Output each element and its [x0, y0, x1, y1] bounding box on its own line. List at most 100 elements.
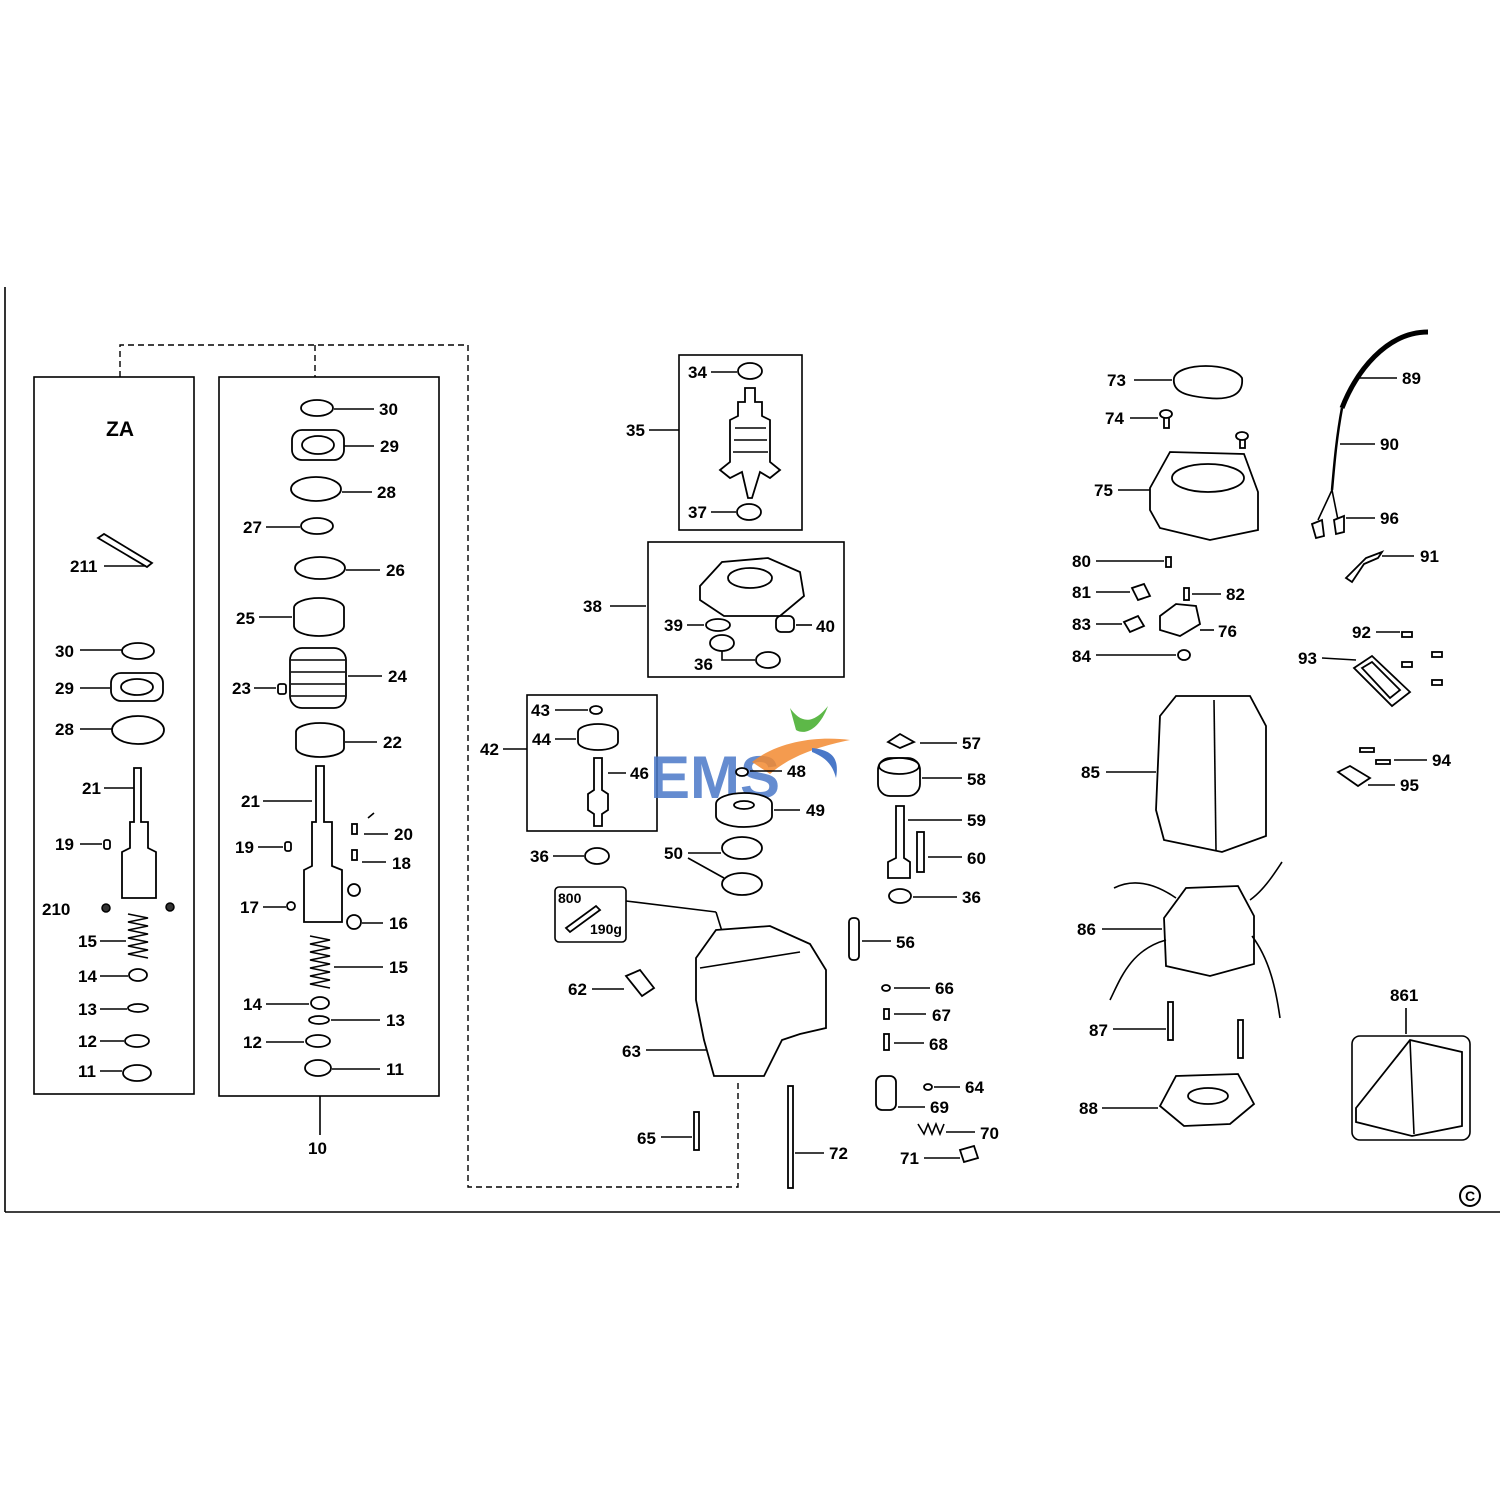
callout-za-19: 19 [55, 835, 74, 854]
spring-icon-70 [917, 1121, 945, 1137]
callout-10-16: 16 [389, 914, 408, 933]
callout-za-210: 210 [42, 900, 70, 919]
grease-kit-box [554, 886, 627, 943]
callout-10-19: 19 [235, 838, 254, 857]
callout-72: 72 [829, 1144, 848, 1163]
callout-10-28: 28 [377, 483, 396, 502]
callout-92: 92 [1352, 623, 1371, 642]
callout-59: 59 [967, 811, 986, 830]
long-screw-icon-72 [787, 1085, 794, 1189]
spindle-assembly-box [218, 376, 440, 1097]
callout-40: 40 [816, 617, 835, 636]
snap-ring-icon-10 [290, 476, 342, 502]
callout-10-17: 17 [240, 898, 259, 917]
gear-box [526, 694, 658, 832]
callout-93: 93 [1298, 649, 1317, 668]
washer-icon-43 [589, 705, 603, 715]
callout-38: 38 [583, 597, 602, 616]
key-icon-60 [916, 831, 925, 873]
field-coil-86-wire-4 [1249, 861, 1283, 901]
cap-icon-73 [1173, 365, 1243, 400]
kit-za-box [33, 376, 195, 1095]
callout-861: 861 [1390, 986, 1418, 1005]
callout-10-12: 12 [243, 1033, 262, 1052]
gear-icon-44 [577, 723, 619, 751]
ball-icon-10-16b [347, 883, 361, 897]
bearing-icon-50-2 [721, 872, 763, 896]
callout-60: 60 [967, 849, 986, 868]
pin-icon-10-23 [277, 683, 287, 695]
wire-nut-icon-96 [1310, 518, 1325, 540]
screw-icon-92c [1401, 661, 1413, 668]
callout-za-12: 12 [78, 1032, 97, 1051]
motor-housing-icon-85 [1155, 695, 1267, 853]
grease-kit-weight: 190g [590, 921, 622, 937]
callout-10-23: 23 [232, 679, 251, 698]
grease-tube-icon [564, 904, 602, 934]
retaining-ring-icon-10 [304, 1059, 332, 1077]
spindle-icon [121, 767, 157, 899]
pin-icon-10-20 [351, 823, 358, 835]
callout-10-27: 27 [243, 518, 262, 537]
spring-icon [127, 913, 149, 959]
pin-icon-10-18 [351, 849, 358, 861]
ball-icon-64 [923, 1083, 933, 1091]
callout-94: 94 [1432, 751, 1451, 770]
ring-icon-10-26 [294, 556, 346, 580]
callout-10-15: 15 [389, 958, 408, 977]
callout-57: 57 [962, 734, 981, 753]
ball-icon-10-16 [346, 914, 362, 930]
gear-icon-49 [715, 792, 773, 828]
cord-guard-icon-91 [1344, 550, 1385, 584]
callout-10-25: 25 [236, 609, 255, 628]
callout-73: 73 [1107, 371, 1126, 390]
screw-icon-92 [1401, 631, 1413, 638]
callout-56: 56 [896, 933, 915, 952]
callout-64: 64 [965, 1078, 984, 1097]
ems-logo-swoosh-blue [812, 748, 837, 778]
power-cord-90-lead-2 [1331, 489, 1339, 521]
callout-74: 74 [1105, 409, 1124, 428]
field-coil-86-wire-2 [1251, 935, 1281, 1019]
bushing-icon-40 [775, 615, 795, 633]
callout-49: 49 [806, 801, 825, 820]
callout-37: 37 [688, 503, 707, 522]
spindle-icon-10 [303, 765, 343, 923]
clamp-icon-95 [1336, 764, 1372, 788]
washer-icon-10 [310, 996, 330, 1010]
callout-za-13: 13 [78, 1000, 97, 1019]
callout-10: 10 [308, 1139, 327, 1158]
screw-icon-65 [693, 1111, 700, 1151]
callout-95: 95 [1400, 776, 1419, 795]
callout-83: 83 [1072, 615, 1091, 634]
callout-34: 34 [688, 363, 707, 382]
callout-10-26: 26 [386, 561, 405, 580]
motor-housing-85-edge [1213, 699, 1217, 851]
bearing-icon-36c [888, 888, 912, 904]
clip-icon-48 [735, 767, 749, 777]
callout-66: 66 [935, 979, 954, 998]
hex-key-icon [96, 532, 154, 569]
callout-10-24: 24 [388, 667, 407, 686]
callout-68: 68 [929, 1035, 948, 1054]
callout-86: 86 [1077, 920, 1096, 939]
screw-icon-94 [1359, 747, 1375, 753]
o-ring-icon-39 [705, 618, 731, 632]
bearing-icon-37 [736, 503, 762, 521]
bushing-icon-10 [295, 722, 345, 758]
callout-za-21: 21 [82, 779, 101, 798]
callout-76: 76 [1218, 622, 1237, 641]
o-ring-icon-10 [308, 1015, 330, 1025]
callout-70: 70 [980, 1124, 999, 1143]
circlip-icon [121, 642, 155, 660]
kit-za-title: ZA [106, 418, 134, 441]
callout-10-30: 30 [379, 400, 398, 419]
armature-box [678, 354, 803, 531]
bearing-plate-box [647, 541, 845, 678]
nut-icon-84 [1177, 649, 1191, 661]
washer-icon [128, 968, 148, 982]
callout-85: 85 [1081, 763, 1100, 782]
callout-35: 35 [626, 421, 645, 440]
grease-kit-code: 800 [558, 890, 582, 906]
